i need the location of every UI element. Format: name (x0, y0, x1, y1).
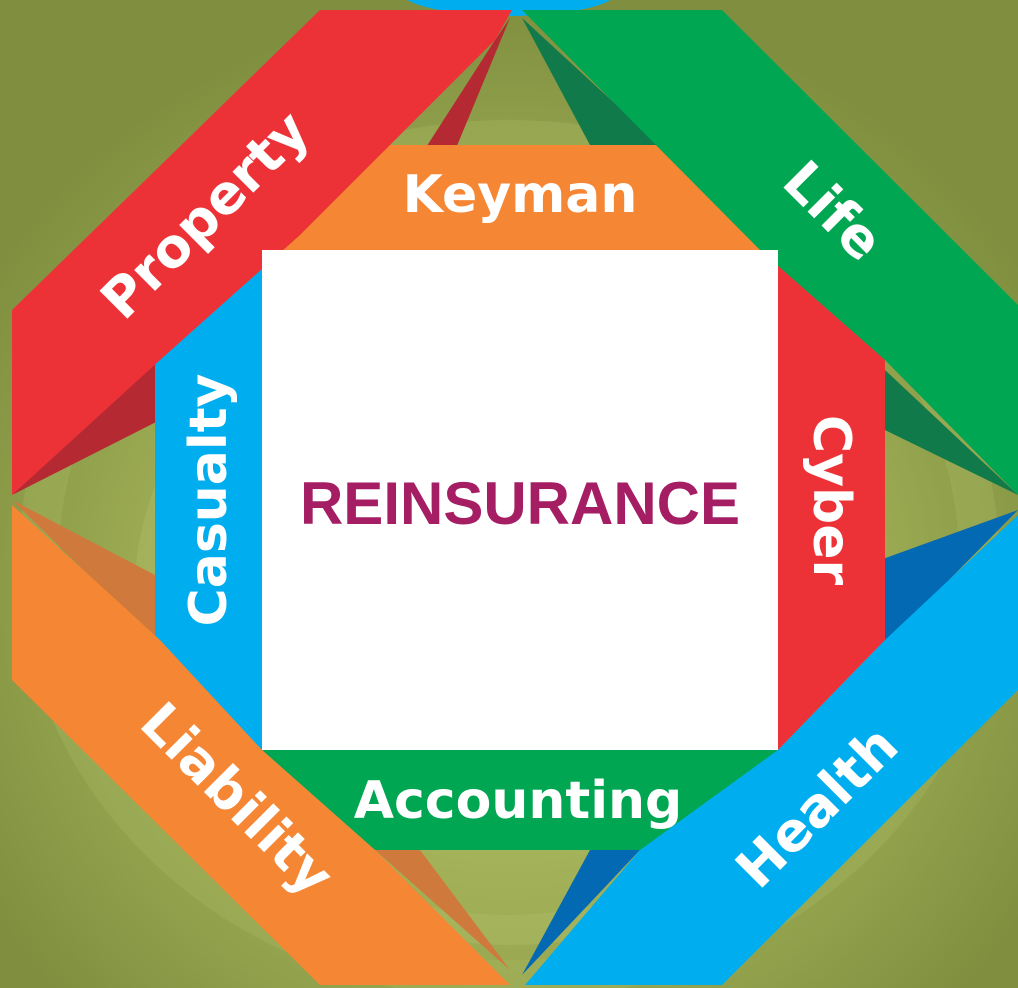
fold-blue-dark (522, 850, 640, 975)
ribbon-liability (12, 505, 510, 985)
ribbon-health (525, 515, 1018, 985)
fold-orange-dark (375, 850, 510, 970)
band-keyman (275, 145, 760, 250)
label-casualty: Casualty (179, 374, 239, 627)
label-keyman: Keyman (403, 165, 638, 225)
band-cyber (778, 250, 885, 750)
center-title: REINSURANCE (300, 470, 740, 537)
label-accounting: Accounting (354, 771, 683, 831)
band-casualty (155, 250, 262, 750)
label-cyber: Cyber (801, 415, 861, 586)
fold-green-dark (885, 370, 1018, 495)
center-box (262, 250, 778, 750)
band-accounting (262, 750, 778, 850)
